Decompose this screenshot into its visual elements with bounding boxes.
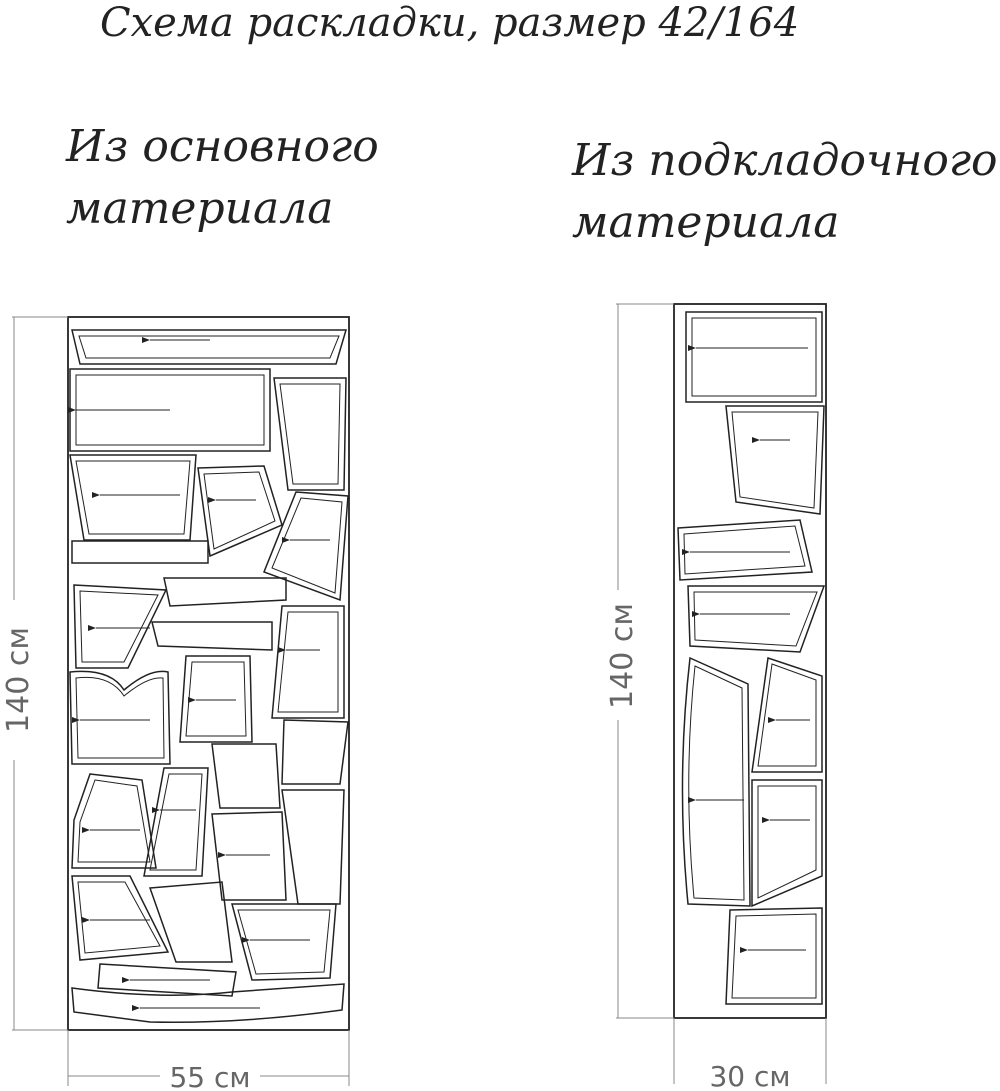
main-fabric-heading-line1: Из основного [66, 121, 379, 172]
pattern-piece [751, 657, 823, 773]
pattern-piece [681, 656, 751, 907]
pattern-piece-seam [691, 317, 817, 397]
pattern-piece [263, 491, 349, 602]
lining-fabric-heading: Из подкладочного материала [572, 130, 998, 254]
pattern-piece [281, 789, 345, 905]
pattern-piece [273, 377, 347, 491]
pattern-piece [69, 454, 197, 541]
pattern-piece-seam [757, 663, 817, 767]
pattern-piece-seam [279, 383, 341, 485]
pattern-piece [211, 811, 287, 901]
pattern-piece [685, 311, 823, 403]
pattern-piece-seam [688, 665, 745, 901]
lining-dimension-lines [616, 303, 827, 1084]
lining-grainlines [682, 345, 810, 953]
pattern-piece-seam [77, 881, 161, 954]
pattern-piece-seam [149, 773, 203, 871]
pattern-piece-seam [75, 676, 165, 759]
lining-fabric-heading-line2: материала [572, 197, 840, 248]
pattern-piece [751, 779, 823, 908]
pattern-piece [231, 903, 337, 981]
lining-pattern-pieces [677, 311, 826, 1005]
pattern-piece-seam [237, 909, 331, 975]
pattern-piece [197, 465, 283, 558]
pattern-piece [179, 655, 253, 743]
pattern-piece [71, 983, 345, 1023]
pattern-piece [725, 907, 823, 1005]
pattern-piece [677, 519, 813, 581]
pattern-piece-seam [683, 525, 806, 575]
pattern-piece-seam [757, 785, 817, 899]
pattern-piece-seam [731, 411, 819, 509]
pattern-piece-seam [79, 590, 159, 663]
pattern-piece [163, 577, 287, 607]
pattern-piece [73, 584, 168, 669]
pattern-piece-seam [271, 497, 343, 594]
pattern-piece [687, 585, 826, 653]
main-grainlines [68, 337, 330, 1011]
pattern-piece [69, 670, 171, 765]
pattern-piece [71, 773, 157, 869]
pattern-piece [71, 875, 170, 961]
lining-width-label: 30 см [709, 1060, 790, 1091]
main-width-label: 55 см [169, 1061, 250, 1091]
pattern-piece-seam [203, 471, 276, 550]
pattern-piece [148, 881, 233, 963]
pattern-piece [71, 540, 209, 564]
pattern-piece [151, 621, 273, 651]
pattern-piece-seam [75, 460, 191, 535]
lining-fabric-border [673, 303, 827, 1019]
pattern-piece [71, 329, 348, 365]
lining-fabric-heading-line1: Из подкладочного [572, 135, 998, 186]
pattern-piece-seam [185, 661, 247, 737]
pattern-piece-seam [77, 779, 151, 863]
lining-fabric-layout [616, 303, 827, 1084]
page-title: Схема раскладки, размер 42/164 [100, 0, 800, 46]
pattern-piece [725, 405, 825, 515]
main-fabric-border [67, 316, 350, 1031]
pattern-piece-seam [731, 913, 817, 999]
main-fabric-heading: Из основного материала [66, 116, 379, 240]
pattern-piece-seam [78, 335, 340, 359]
main-fabric-heading-line2: материала [66, 183, 334, 234]
main-fabric-layout [12, 316, 350, 1086]
pattern-piece [281, 719, 349, 785]
main-height-label: 140 см [1, 627, 36, 733]
pattern-piece-seam [277, 611, 339, 713]
pattern-piece [97, 963, 237, 997]
pattern-piece [211, 743, 281, 809]
lining-height-label: 140 см [605, 603, 640, 709]
main-dimension-lines [12, 316, 350, 1086]
pattern-piece [143, 767, 209, 877]
pattern-piece-seam [693, 591, 818, 647]
pattern-piece [271, 605, 345, 719]
main-pattern-pieces [69, 329, 349, 1023]
